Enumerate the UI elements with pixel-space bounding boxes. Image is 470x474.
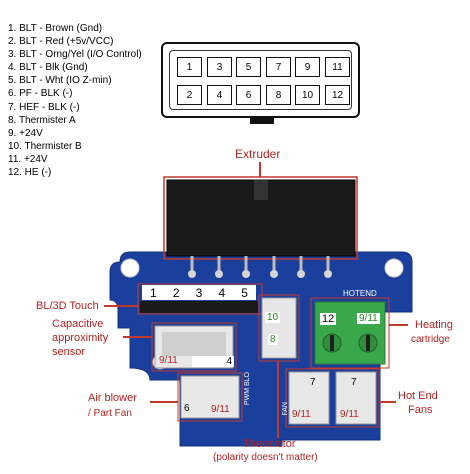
silk-pwm: PWM BLO (244, 372, 251, 406)
hotend-fans-highlight (285, 368, 380, 428)
connector-pin: 7 (266, 57, 291, 77)
capacitive-highlight (151, 322, 237, 372)
capacitive-pin-left: 9/11 (159, 355, 178, 366)
pin-list-item: 12. HE (-) (8, 167, 52, 179)
fans-label: Fans (408, 404, 433, 416)
bltouch-pin-number: 3 (195, 285, 203, 300)
sensor-label: sensor (52, 346, 86, 358)
solder-pad (297, 270, 305, 278)
thermistor-pin-top: 10 (265, 312, 281, 323)
part-fan-label: / Part Fan (88, 408, 132, 419)
hotend-fan2-pin-top: 7 (351, 377, 357, 388)
pin-list-item: 5. BLT - Wht (IO Z-min) (8, 75, 112, 87)
part-fan-connector (180, 375, 240, 419)
connector-pin: 5 (236, 57, 261, 77)
heater-highlight (310, 297, 390, 369)
extruder-label: Extruder (235, 147, 281, 161)
heating-label: Heating (415, 319, 453, 331)
hotend-fan2-pin-bottom: 9/11 (340, 409, 359, 420)
capacitive-connector-slot (162, 332, 226, 356)
connector-key-tab (250, 117, 274, 124)
thermistor-pin-bottom: 8 (268, 334, 278, 345)
solder-pad (270, 270, 278, 278)
pin-list-item: 11. +24V (8, 153, 48, 165)
pin-list-item: 6. PF - BLK (-) (8, 88, 73, 100)
extruder-connector-latch (254, 180, 268, 200)
thermistor-connector (261, 297, 297, 359)
solder-pad (242, 270, 250, 278)
heater-terminal-block (314, 301, 386, 365)
pin-list-item: 10. Thermister B (8, 140, 82, 152)
bltouch-pin-numbers: 1 2 3 4 5 (142, 285, 256, 300)
connector-pin: 9 (295, 57, 320, 77)
connector-pin: 6 (236, 85, 261, 105)
bltouch-header (140, 301, 258, 313)
pin-list-item: 2. BLT - Red (+5v/VCC) (8, 36, 114, 48)
bltouch-pin-number: 2 (172, 285, 180, 300)
pin-list-item: 8. Thermister A (8, 114, 76, 126)
bltouch-pin-number: 5 (241, 285, 248, 300)
connector-housing: 1 3 5 7 9 11 2 4 6 8 10 12 (169, 50, 352, 110)
hotend-fan1-pin-top: 7 (310, 377, 316, 388)
connector-pin: 11 (325, 57, 350, 77)
connector-pin: 2 (177, 85, 202, 105)
hotend-fan-connector (288, 371, 330, 425)
thermistor-note: (polarity doesn't matter) (213, 452, 318, 463)
pin-list-item: 1. BLT - Brown (Gnd) (8, 23, 103, 34)
mounting-hole (384, 258, 404, 278)
bltouch-pin-number: 1 (150, 285, 157, 300)
connector-pin: 3 (207, 57, 232, 77)
pin-list: 1. BLT - Brown (Gnd) 2. BLT - Red (+5v/V… (8, 22, 142, 179)
hotend-fan-connector (335, 371, 377, 425)
connector-pin: 4 (207, 85, 232, 105)
part-fan-pin-right: 9/11 (211, 404, 230, 415)
part-fan-pin-left: 6 (184, 403, 190, 414)
solder-pad (324, 270, 332, 278)
capacitive-pin-right: 4 (192, 356, 234, 367)
connector-pin: 1 (177, 57, 202, 77)
pin-list-item: 7. HEF - BLK (-) (8, 101, 80, 113)
silk-fan: FAN (282, 402, 289, 416)
pin-list-item: 3. BLT - Orng/Yel (I/O Control) (8, 49, 142, 61)
approximity-label: approximity (52, 332, 109, 344)
heater-pin-right: 9/11 (357, 313, 380, 324)
mounting-hole (120, 258, 140, 278)
air-blower-label: Air blower (88, 392, 137, 404)
silk-hotend: HOTEND (343, 289, 377, 298)
hotend-fan1-pin-bottom: 9/11 (292, 409, 311, 420)
connector-pin: 8 (266, 85, 291, 105)
cartridge-label: cartridge (411, 334, 450, 345)
bltouch-pin-number: 4 (218, 285, 226, 300)
part-fan-highlight (177, 372, 243, 422)
thermistor-label: Thermistor (243, 438, 296, 450)
bltouch-label: BL/3D Touch (36, 300, 99, 312)
hot-end-label: Hot End (398, 390, 438, 402)
solder-pad (188, 270, 196, 278)
connector-pin: 12 (325, 85, 350, 105)
connector-pin: 10 (295, 85, 320, 105)
connector-pinout: 1 3 5 7 9 11 2 4 6 8 10 12 (161, 42, 360, 118)
pin-list-item: 9. +24V (8, 127, 43, 139)
capacitive-label: Capacitive (52, 318, 104, 330)
pin-list-item: 4. BLT - Blk (Gnd) (8, 62, 88, 74)
heater-pin-left: 12 (320, 313, 337, 325)
solder-pad (215, 270, 223, 278)
